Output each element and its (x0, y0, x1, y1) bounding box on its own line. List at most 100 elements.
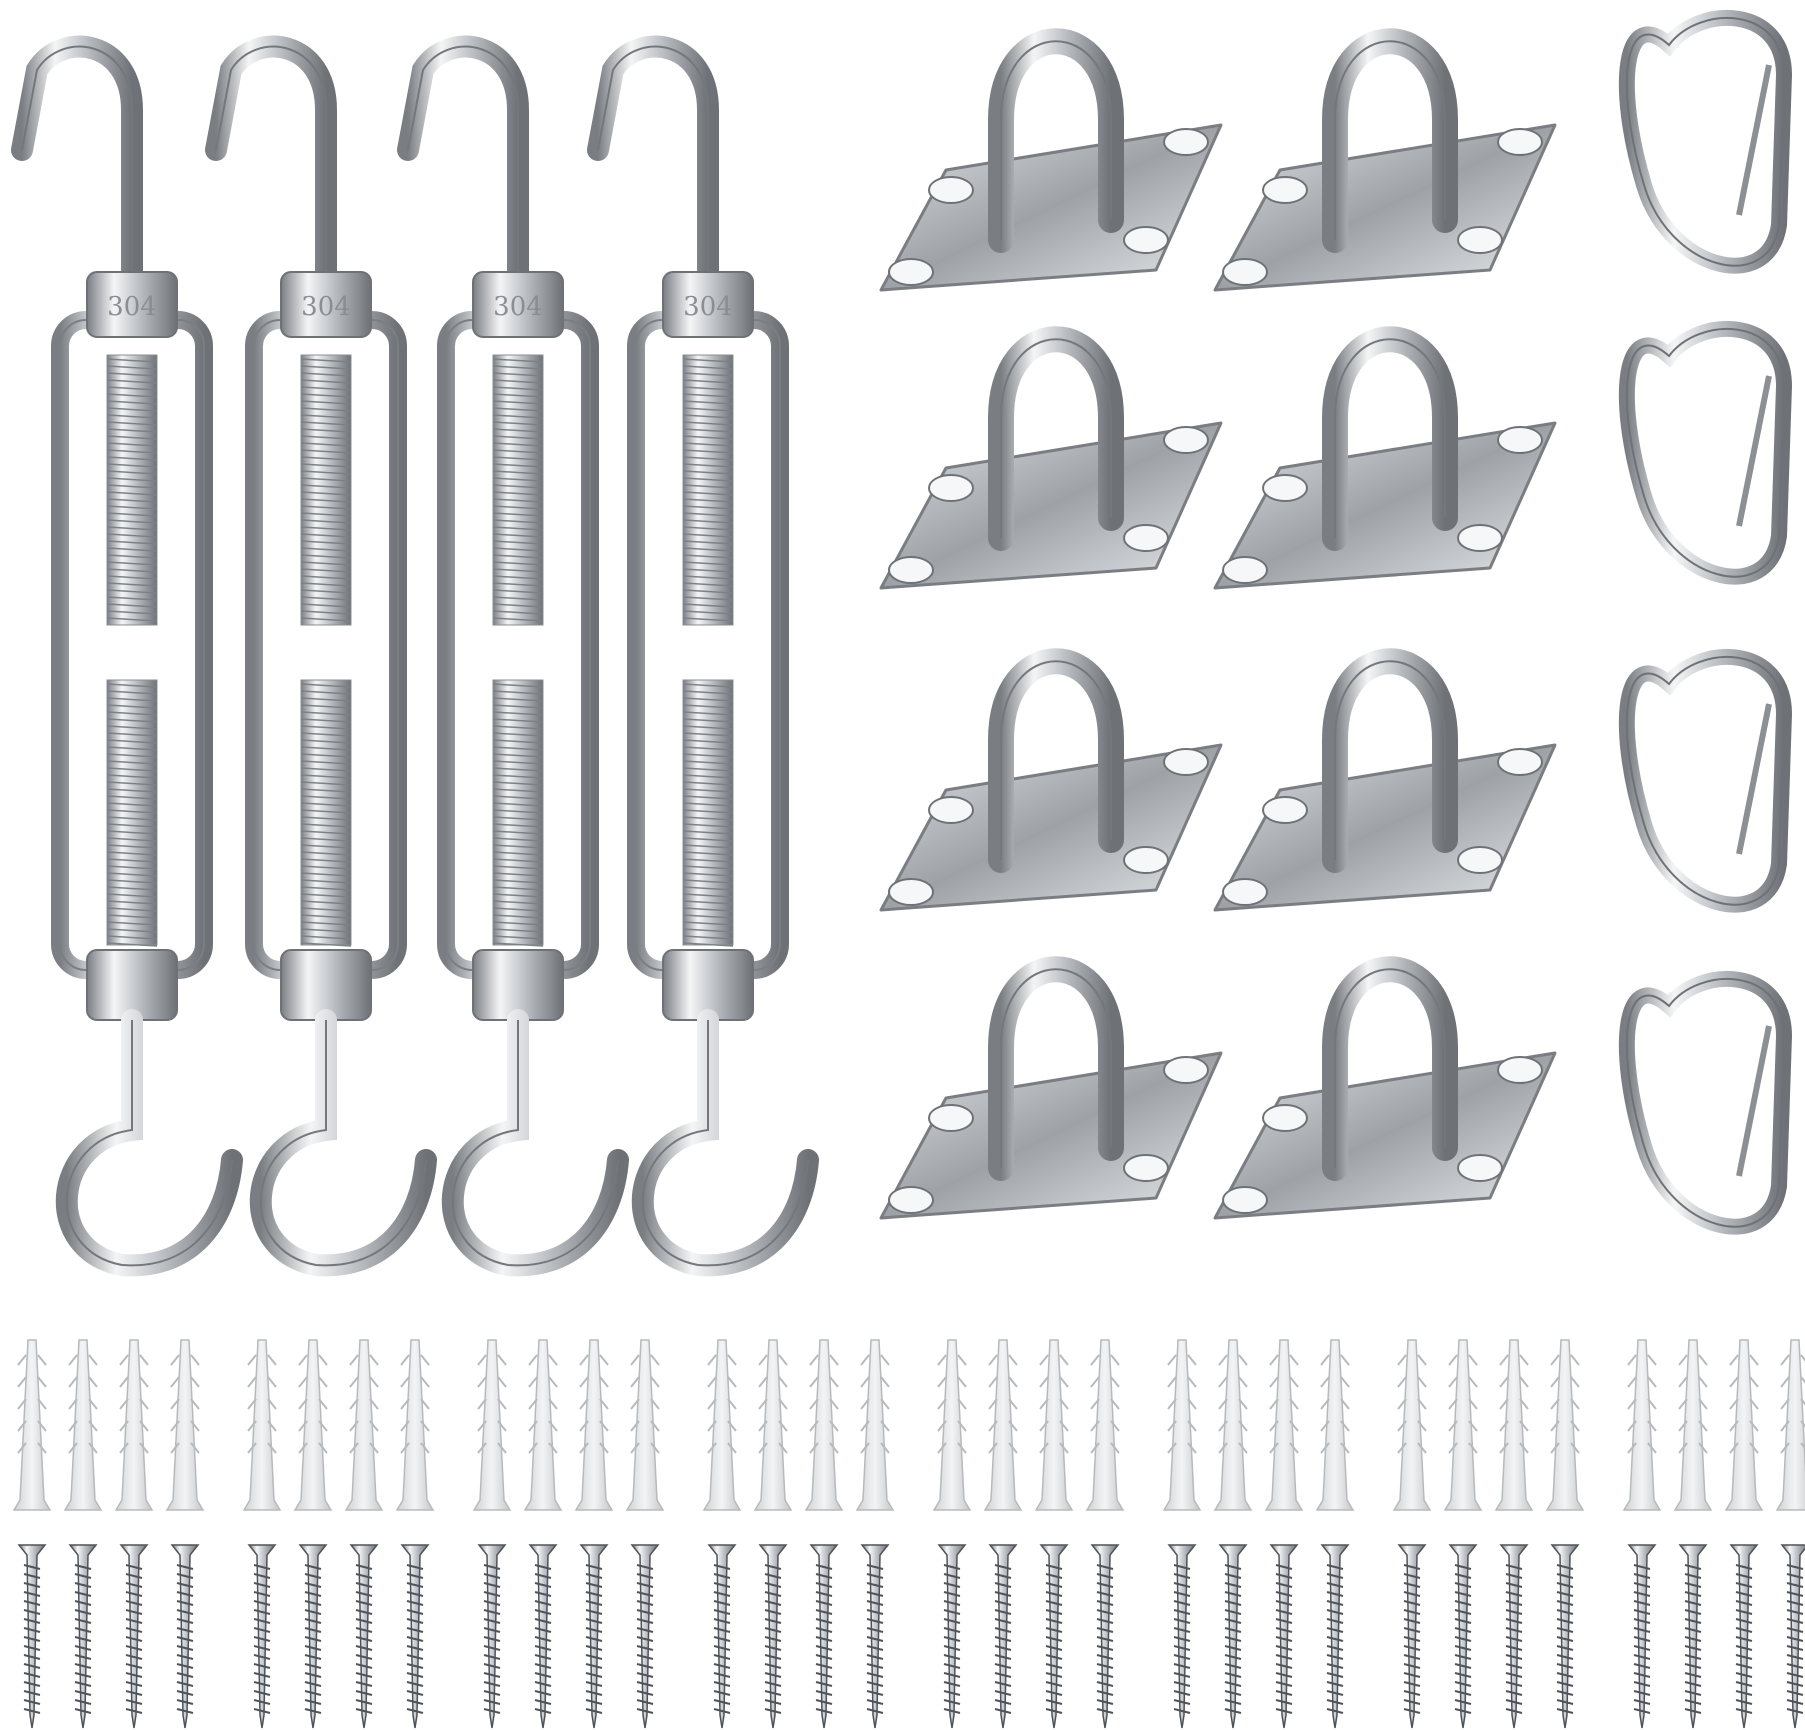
screw (1448, 1544, 1478, 1729)
screw (1550, 1544, 1580, 1729)
spring-gate (1736, 64, 1772, 216)
screw-hole (888, 878, 934, 906)
screw-hole (1123, 226, 1169, 254)
screw-group (17, 1544, 1805, 1729)
hook-top (397, 35, 529, 291)
wall-anchor (12, 1339, 52, 1511)
pad-eye-plate (879, 648, 1223, 912)
wall-anchor (1162, 1339, 1202, 1511)
carabiner-group (1618, 10, 1793, 1235)
screw (758, 1544, 788, 1729)
turnbuckle: 304 (397, 35, 629, 1277)
threaded-rod (682, 354, 734, 626)
carabiner (1618, 321, 1793, 585)
screw (1729, 1544, 1759, 1729)
screw (1397, 1544, 1427, 1729)
screw (349, 1544, 379, 1729)
threaded-rod (106, 354, 158, 626)
wall-anchor (523, 1339, 563, 1511)
carabiner (1618, 971, 1793, 1235)
wall-anchor (932, 1339, 972, 1511)
collar-top (86, 271, 178, 338)
wall-anchor (1724, 1339, 1764, 1511)
wall-anchor (165, 1339, 205, 1511)
pad-eye-plate (879, 956, 1223, 1220)
wall-anchor-group (12, 1339, 1805, 1511)
hook-top (205, 35, 337, 291)
pad-eye-plate (1213, 326, 1557, 590)
wall-anchor (574, 1339, 614, 1511)
screw (1167, 1544, 1197, 1729)
screw (170, 1544, 200, 1729)
wall-anchor (344, 1339, 384, 1511)
screw (1678, 1544, 1708, 1729)
pad-eye-group (879, 28, 1557, 1220)
carabiner (1618, 649, 1793, 913)
pad-eye-plate (1213, 956, 1557, 1220)
spring-gate (1736, 375, 1772, 527)
screw (1499, 1544, 1529, 1729)
wall-anchor (1622, 1339, 1662, 1511)
turnbuckle: 304 (205, 35, 437, 1277)
screw (1039, 1544, 1069, 1729)
wall-anchor (1494, 1339, 1534, 1511)
wall-anchor (395, 1339, 435, 1511)
screw-hole (1163, 748, 1209, 776)
screw-hole (1262, 1104, 1308, 1132)
collar-top (662, 271, 754, 338)
screw (579, 1544, 609, 1729)
screw (119, 1544, 149, 1729)
material-engraving: 304 (683, 292, 733, 322)
screw-hole (1163, 1056, 1209, 1084)
screw (17, 1544, 47, 1729)
screw (937, 1544, 967, 1729)
screw (1218, 1544, 1248, 1729)
screw (988, 1544, 1018, 1729)
threaded-rod (300, 354, 352, 626)
screw-hole (888, 556, 934, 584)
wall-anchor (63, 1339, 103, 1511)
screw (630, 1544, 660, 1729)
collar-top (472, 271, 564, 338)
hook-top (11, 35, 143, 291)
wall-anchor (1034, 1339, 1074, 1511)
screw (528, 1544, 558, 1729)
wall-anchor (1315, 1339, 1355, 1511)
screw (247, 1544, 277, 1729)
screw-hole (1262, 474, 1308, 502)
spring-gate (1736, 1025, 1772, 1177)
screw (1269, 1544, 1299, 1729)
screw-hole (888, 1186, 934, 1214)
screw-hole (1497, 1056, 1543, 1084)
wall-anchor (242, 1339, 282, 1511)
wall-anchor (1264, 1339, 1304, 1511)
screw (1320, 1544, 1350, 1729)
screw-hole (928, 1104, 974, 1132)
material-engraving: 304 (301, 292, 351, 322)
screw-hole (1163, 426, 1209, 454)
pad-eye-plate (879, 28, 1223, 292)
screw-hole (1457, 524, 1503, 552)
screw (68, 1544, 98, 1729)
wall-anchor (1213, 1339, 1253, 1511)
screw-hole (928, 474, 974, 502)
screw-hole (888, 258, 934, 286)
screw-hole (1262, 176, 1308, 204)
wall-anchor (1392, 1339, 1432, 1511)
wall-anchor (1085, 1339, 1125, 1511)
screw-hole (1497, 426, 1543, 454)
wall-anchor (625, 1339, 665, 1511)
screw-hole (1123, 846, 1169, 874)
screw-hole (1457, 226, 1503, 254)
screw-hole (1163, 128, 1209, 156)
wall-anchor (1545, 1339, 1585, 1511)
spring-gate (1736, 703, 1772, 855)
screw (1780, 1544, 1805, 1729)
wall-anchor (1775, 1339, 1805, 1511)
screw-hole (1222, 556, 1268, 584)
screw-hole (1262, 796, 1308, 824)
wall-anchor (855, 1339, 895, 1511)
pad-eye-plate (879, 326, 1223, 590)
